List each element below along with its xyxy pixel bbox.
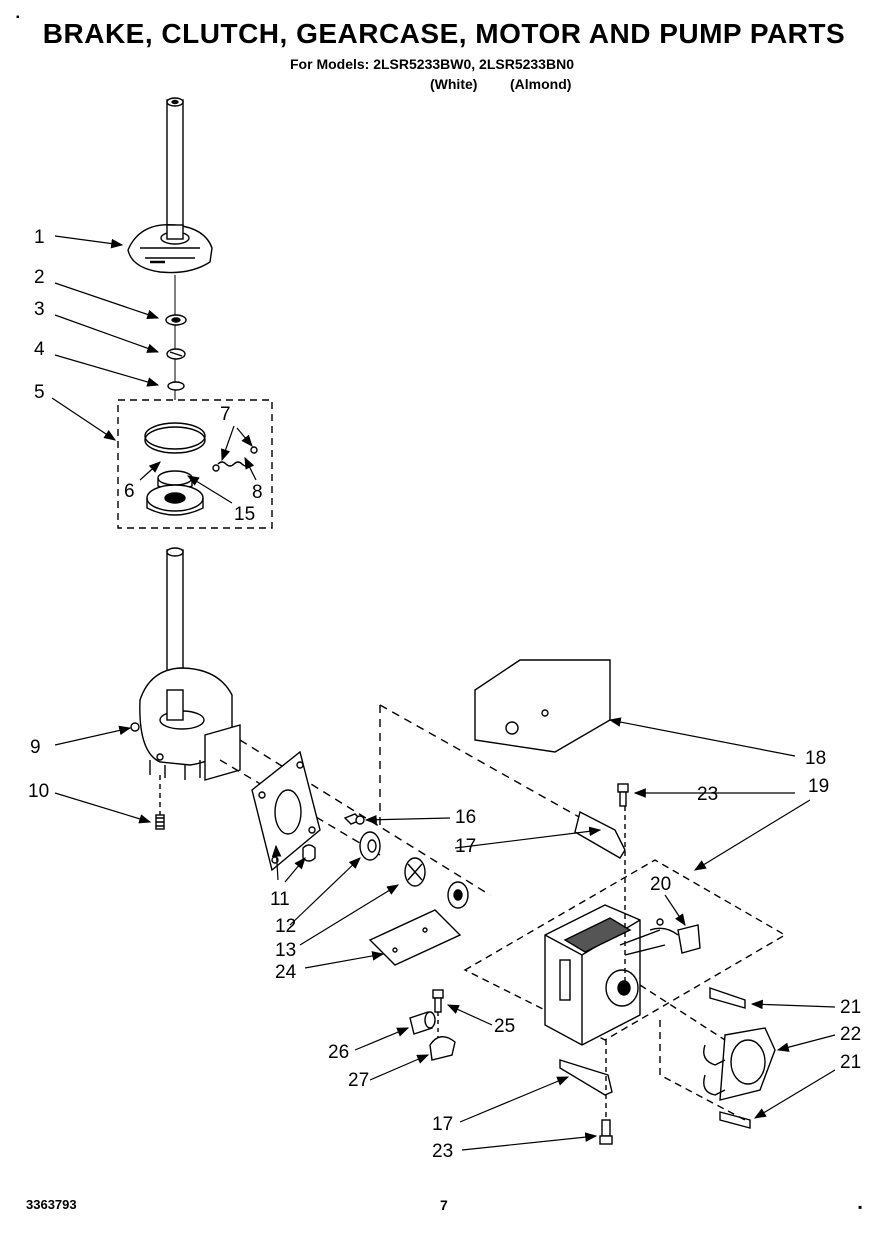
bolt-part-10 bbox=[155, 775, 165, 830]
clip-part-3 bbox=[166, 348, 186, 360]
document-number: 3363793 bbox=[26, 1197, 77, 1212]
clutch-band bbox=[144, 422, 206, 454]
clip-part-21-upper bbox=[709, 987, 746, 1009]
callout-7: 7 bbox=[220, 404, 231, 425]
callout-11: 11 bbox=[270, 889, 290, 910]
callout-22: 22 bbox=[840, 1024, 861, 1045]
brake-plate-part-1 bbox=[127, 224, 213, 274]
coupling-part-3rd bbox=[447, 881, 469, 909]
callout-16: 16 bbox=[455, 807, 476, 828]
callout-23-upper: 23 bbox=[697, 784, 718, 805]
callout-2: 2 bbox=[34, 267, 45, 288]
page-title: BRAKE, CLUTCH, GEARCASE, MOTOR AND PUMP … bbox=[42, 18, 846, 49]
models-line: For Models: 2LSR5233BW0, 2LSR5233BN0 bbox=[290, 56, 574, 72]
variant-almond: (Almond) bbox=[510, 76, 572, 92]
motor bbox=[544, 904, 666, 1046]
callout-21-lower: 21 bbox=[840, 1052, 861, 1073]
callout-12: 12 bbox=[275, 916, 296, 937]
callout-8: 8 bbox=[252, 482, 263, 503]
screw-part-23-upper bbox=[617, 783, 629, 807]
shield-part-18 bbox=[474, 659, 611, 753]
callout-25: 25 bbox=[494, 1016, 515, 1037]
callout-15: 15 bbox=[234, 504, 255, 525]
bushing-part-26 bbox=[409, 1011, 436, 1035]
footer-mark: ▪ bbox=[858, 1200, 863, 1214]
callout-26: 26 bbox=[328, 1042, 349, 1063]
ring-part-4 bbox=[167, 381, 185, 391]
clip-part-21-lower bbox=[719, 1111, 751, 1129]
mounting-plate bbox=[251, 750, 321, 872]
clamp-part-27 bbox=[429, 1036, 456, 1061]
callout-17-upper: 17 bbox=[455, 836, 476, 857]
upper-shaft bbox=[166, 97, 184, 241]
callout-24: 24 bbox=[275, 962, 297, 983]
clutch-assembly-box-part-5 bbox=[117, 399, 273, 529]
callout-3: 3 bbox=[34, 299, 45, 320]
screw-part-25 bbox=[432, 989, 444, 1040]
callout-10: 10 bbox=[28, 781, 49, 802]
coupling-disc-part-13 bbox=[404, 857, 426, 887]
page-number: 7 bbox=[440, 1197, 448, 1213]
washer-part-2 bbox=[165, 314, 187, 326]
callout-6: 6 bbox=[124, 481, 135, 502]
callout-21-upper: 21 bbox=[840, 997, 861, 1018]
variant-white: (White) bbox=[430, 76, 478, 92]
bracket-part-17-upper bbox=[574, 810, 626, 859]
callout-18: 18 bbox=[805, 748, 826, 769]
callout-5: 5 bbox=[34, 382, 45, 403]
callout-27: 27 bbox=[348, 1070, 369, 1091]
clutch-drum bbox=[146, 484, 204, 516]
callout-9: 9 bbox=[30, 737, 41, 758]
gearcase-part-9 bbox=[130, 667, 241, 781]
callout-1: 1 bbox=[34, 227, 45, 248]
callout-17-lower: 17 bbox=[432, 1114, 453, 1135]
bracket-part-17-lower bbox=[559, 1059, 613, 1096]
spring-part-7 bbox=[212, 446, 258, 472]
callout-13: 13 bbox=[275, 940, 296, 961]
callout-19: 19 bbox=[808, 776, 829, 797]
callout-23-lower: 23 bbox=[432, 1141, 453, 1162]
callout-4: 4 bbox=[34, 339, 45, 360]
switch-part-20 bbox=[649, 918, 701, 954]
coupling-part-12 bbox=[359, 831, 381, 861]
pump-part-22 bbox=[703, 1027, 776, 1101]
bolt-part-16 bbox=[343, 813, 365, 825]
callout-20: 20 bbox=[650, 874, 671, 895]
screw-part-23-lower bbox=[599, 1119, 613, 1145]
plate-part-24 bbox=[368, 909, 462, 966]
corner-mark: ▪ bbox=[16, 12, 20, 23]
